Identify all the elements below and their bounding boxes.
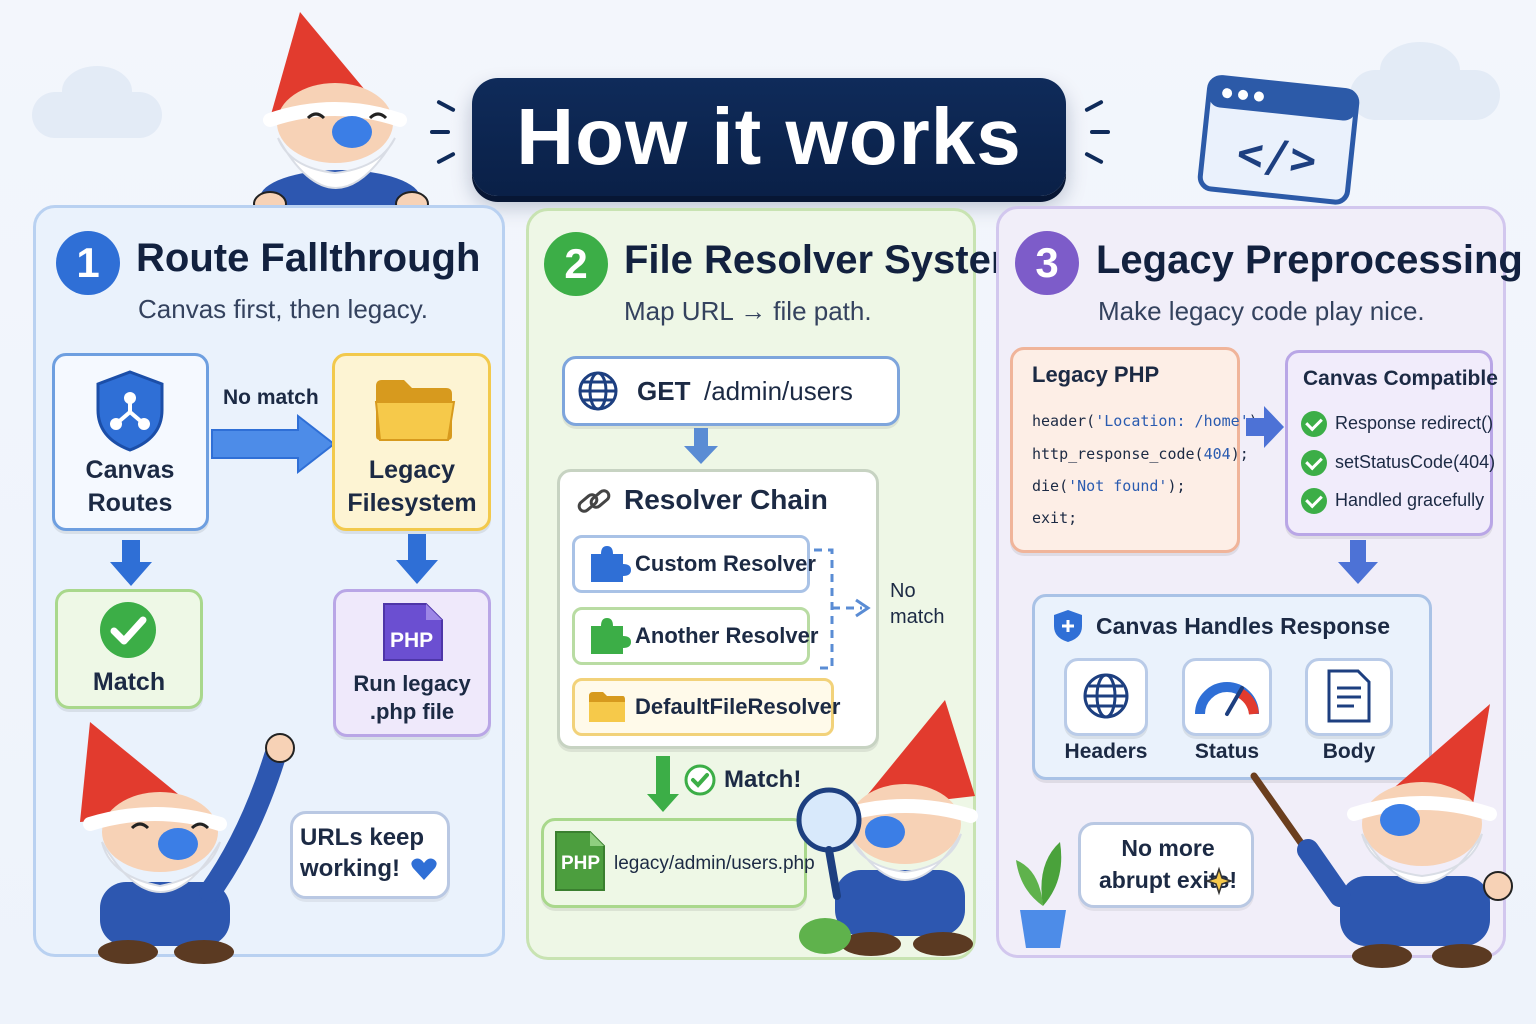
canvas-routes-label: Canvas Routes — [85, 456, 175, 517]
canvas-compatible-title: Canvas Compatible — [1303, 367, 1498, 390]
gauge-icon — [1195, 682, 1259, 716]
status-label: Status — [1194, 740, 1260, 763]
check-icon — [1301, 488, 1327, 514]
resolver-chain-title: Resolver Chain — [624, 484, 828, 515]
check-circle-icon — [100, 602, 156, 658]
shield-icon — [1054, 610, 1082, 642]
legacy-filesystem-card — [332, 353, 491, 531]
title-spark — [1084, 99, 1104, 113]
legacy-php-title: Legacy PHP — [1032, 362, 1160, 387]
cloud-decoration — [1380, 42, 1460, 98]
headers-label: Headers — [1064, 740, 1148, 763]
panel1-subtitle: Canvas first, then legacy. — [138, 294, 428, 324]
code-line: header('Location: /home'); — [1032, 412, 1267, 430]
resolver-custom: Custom Resolver — [572, 535, 816, 593]
arrow-down-icon — [1338, 540, 1378, 584]
check-icon — [1301, 450, 1327, 476]
puzzle-icon — [591, 618, 631, 654]
step-number-1: 1 — [56, 231, 120, 295]
folder-icon — [589, 692, 625, 722]
step-number-2: 2 — [544, 232, 608, 296]
code-line: http_response_code(404); — [1032, 445, 1249, 463]
gnome-peeking-illustration — [253, 12, 429, 226]
http-method: GET — [637, 376, 691, 406]
panel2-title: File Resolver System — [624, 238, 1027, 282]
panel3-subtitle: Make legacy code play nice. — [1098, 296, 1425, 326]
panel2-subtitle: Map URL → file path. — [624, 296, 872, 326]
compat-item: Response redirect() — [1335, 413, 1494, 433]
body-label: Body — [1322, 740, 1376, 763]
puzzle-icon — [591, 546, 631, 582]
globe-icon — [578, 371, 618, 411]
shield-icon — [96, 370, 164, 452]
request-card — [562, 356, 900, 426]
arrow-down-icon — [110, 540, 152, 586]
check-circle-icon — [684, 764, 716, 796]
heart-icon — [411, 858, 437, 880]
code-line: die('Not found'); — [1032, 477, 1186, 495]
no-match-label: No match — [223, 386, 319, 409]
title-spark — [1084, 151, 1104, 165]
code-window-icon: </> — [1197, 75, 1360, 205]
step-number-3: 3 — [1015, 231, 1079, 295]
document-icon — [1327, 669, 1371, 723]
resolver-label: Another Resolver — [635, 623, 819, 648]
urls-keep-working-text: URLs keep working! — [300, 824, 425, 882]
title-spark — [1090, 130, 1110, 134]
svg-text:</>: </> — [1235, 128, 1319, 187]
sparkle-icon — [1204, 866, 1234, 896]
canvas-handles-title: Canvas Handles Response — [1096, 613, 1391, 639]
compat-item: Handled gracefully — [1335, 490, 1485, 510]
panel1-title: Route Fallthrough — [136, 236, 481, 280]
legacy-filesystem-label: Legacy Filesystem — [347, 456, 477, 517]
check-icon — [1301, 411, 1327, 437]
no-abrupt-exits-bubble — [1078, 822, 1254, 908]
resolved-file-path: legacy/admin/users.php — [614, 853, 815, 874]
arrow-right-icon — [211, 413, 336, 475]
php-file-icon — [555, 831, 605, 891]
run-legacy-label: Run legacy .php file — [353, 671, 471, 724]
gnome-pointing-illustration — [80, 722, 295, 964]
page-title: How it works — [516, 92, 1022, 181]
arrow-down-icon — [684, 428, 718, 464]
match-label: Match — [92, 668, 166, 696]
arrow-down-icon — [396, 534, 438, 584]
panel3-title: Legacy Preprocessing — [1096, 238, 1523, 282]
title-spark — [430, 130, 450, 134]
request-path: /admin/users — [704, 376, 853, 406]
code-line: exit; — [1032, 509, 1078, 527]
urls-keep-working-bubble — [290, 811, 450, 899]
php-file-icon — [383, 603, 443, 661]
folder-icon — [374, 380, 456, 441]
resolver-label: Custom Resolver — [635, 551, 816, 576]
status-tile — [1182, 658, 1272, 736]
arrow-right-icon — [1246, 406, 1284, 448]
no-match-label: No match — [890, 580, 945, 628]
arrow-down-icon — [647, 756, 679, 812]
php-badge: PHP — [561, 853, 601, 874]
gnome-pointer-illustration — [1250, 704, 1513, 968]
cloud-decoration — [62, 66, 132, 116]
potted-plant-illustration — [1016, 842, 1066, 948]
globe-icon — [1083, 673, 1129, 719]
resolver-default: DefaultFileResolver — [572, 678, 840, 736]
link-icon — [577, 489, 611, 513]
match-result-label: Match! — [724, 766, 802, 793]
dashed-bracket-connector — [814, 548, 871, 670]
compat-item: setStatusCode(404) — [1335, 452, 1496, 472]
php-badge: PHP — [390, 629, 434, 652]
resolver-label: DefaultFileResolver — [635, 694, 841, 719]
resolver-another: Another Resolver — [572, 607, 818, 665]
gnome-magnifier-illustration — [796, 700, 978, 956]
legacy-php-card — [1010, 347, 1240, 553]
page-title-banner: How it works — [472, 78, 1066, 196]
